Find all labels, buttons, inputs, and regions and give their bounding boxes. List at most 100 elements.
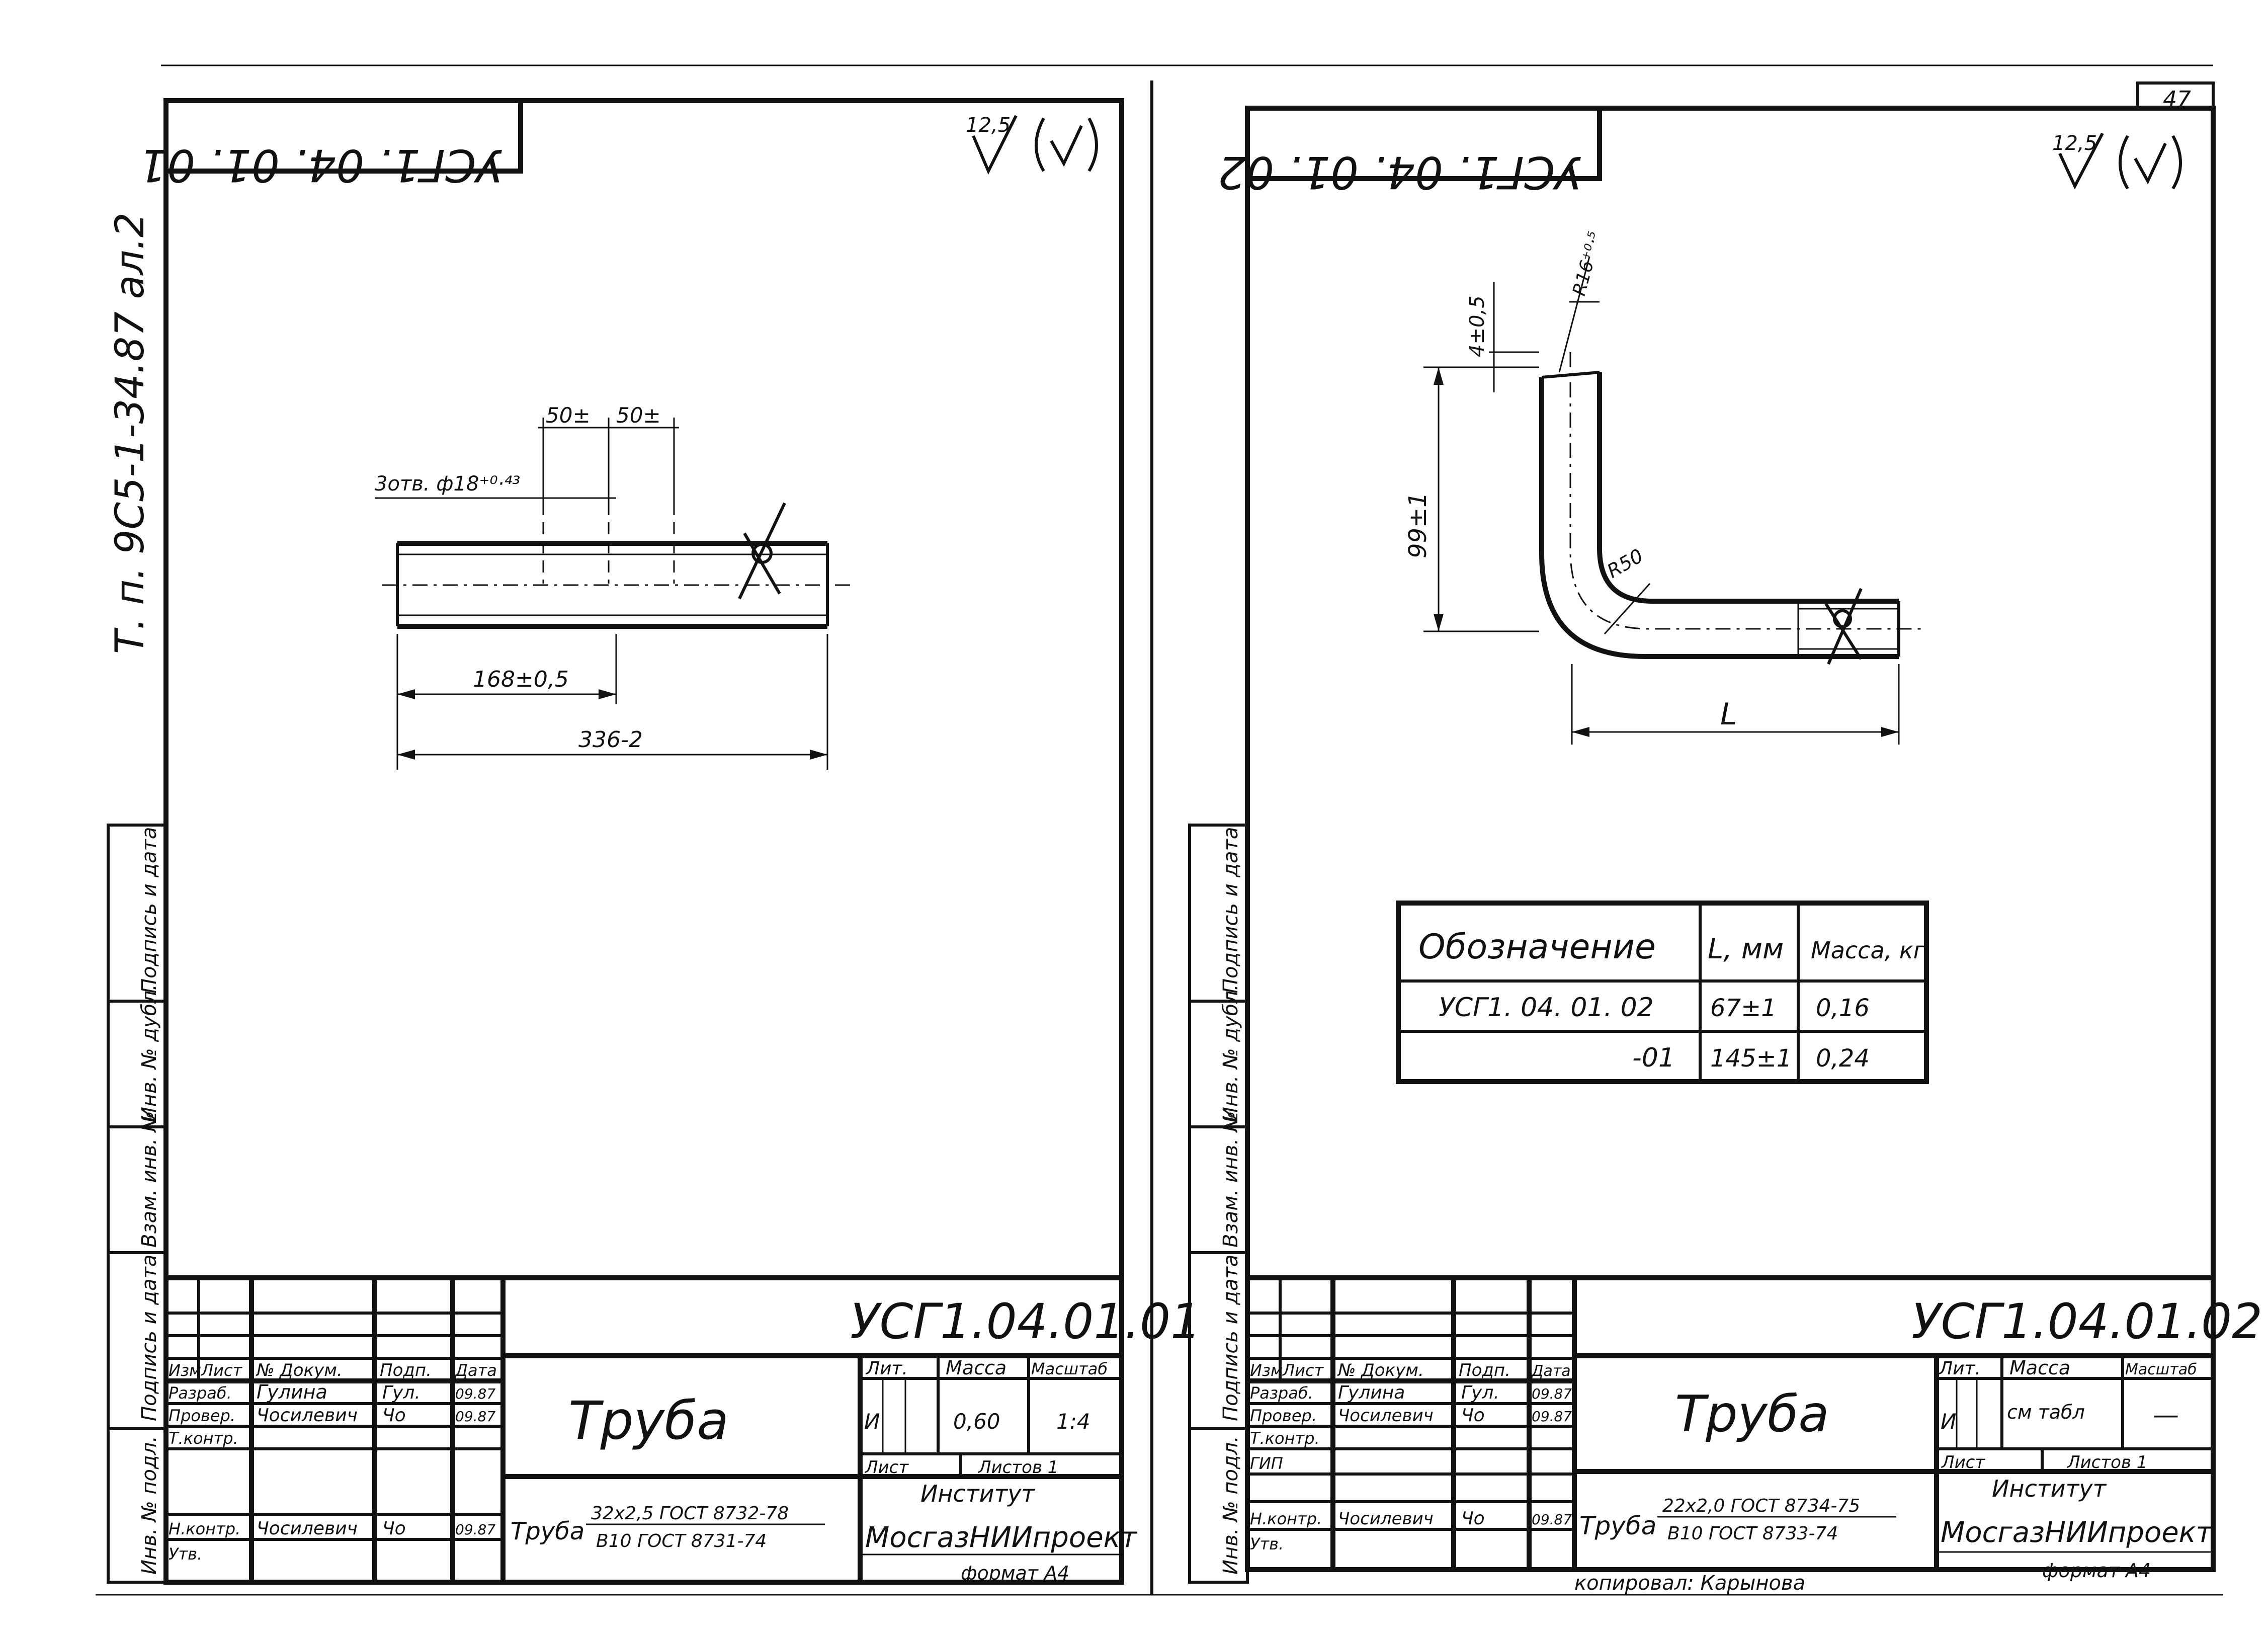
sheet-1: Подпись и дата Инв. № дубл. Взам. инв. №… (107, 98, 1201, 1585)
tb1-role-4: Утв. (169, 1544, 202, 1564)
side-strip-2-label-0: Подпись и дата (1219, 827, 1242, 994)
tb2-role-1: Провер. (1250, 1406, 1317, 1425)
tb2-sheets-label: Листов 1 (2066, 1452, 2147, 1473)
tb1-format: формат А4 (961, 1562, 1069, 1584)
tb1-name-1: Чосилевич (257, 1405, 358, 1426)
roughness-mark-1: 12,5 (966, 114, 1098, 175)
sheet-2: Подпись и дата Инв. № дубл. Взам. инв. №… (1188, 106, 2262, 1595)
corner-code-1: УСГ1. 04. 01. 01 (139, 139, 503, 191)
tb2-sign-1: Чо (1461, 1405, 1485, 1426)
tb1-lit-value: И (864, 1409, 880, 1434)
variants-row-0-mass: 0,16 (1816, 994, 1870, 1022)
tb2-role-2: Т.контр. (1250, 1429, 1320, 1448)
tb2-head-list: Лист (1282, 1361, 1324, 1380)
tb1-mass-value: 0,60 (953, 1409, 1000, 1434)
tb1-designation: УСГ1.04.01.01 (850, 1293, 1201, 1350)
variants-row-1-l: 145±1 (1710, 1044, 1792, 1073)
side-note: Т. п. 9С5-1-34.87 ал.2 (108, 212, 153, 654)
tb2-role-3: ГИП (1250, 1454, 1283, 1473)
tb2-scale-header: Масштаб (2125, 1361, 2197, 1378)
tb1-scale-header: Масштаб (1031, 1359, 1108, 1378)
height-dim: 99±1 (1404, 492, 1432, 558)
tb2-name-1: Чосилевич (1338, 1406, 1434, 1426)
tb1-material-bottom: В10 ГОСТ 8731-74 (596, 1531, 767, 1551)
tb2-mass-header: Масса (2009, 1357, 2070, 1379)
tb2-format: формат А4 (2042, 1560, 2151, 1582)
tb1-name-3: Чосилевич (257, 1518, 358, 1539)
tb1-role-3: Н.контр. (169, 1519, 240, 1538)
straight-pipe-dimensions: 50± 50± 3отв. ф18⁺⁰·⁴³ 168±0,5 336-2 (375, 403, 828, 770)
tb1-sign-0: Гул. (382, 1382, 421, 1403)
variants-header-1: L, мм (1708, 933, 1784, 965)
tb1-date-3: 09.87 (455, 1521, 495, 1538)
tb1-role-0: Разраб. (169, 1383, 232, 1403)
tb2-name-0: Гулина (1338, 1382, 1405, 1403)
bent-pipe-drawing (1539, 352, 1926, 665)
tb2-sign-0: Гул. (1461, 1382, 1499, 1403)
side-strip-1-label-1: Инв. № дубл. (138, 984, 161, 1122)
tb1-head-izm: Изм (169, 1361, 201, 1380)
side-strip-2-label-1: Инв. № дубл. (1219, 984, 1242, 1122)
tb2-mass-value: см табл (2007, 1401, 2085, 1423)
tb2-org-line2: МосгазНИИпроект (1941, 1516, 2213, 1549)
bend-radius-inner: R50 (1604, 544, 1647, 582)
tb1-sheets-label: Листов 1 (977, 1457, 1058, 1478)
tb2-head-doc: № Докум. (1337, 1360, 1424, 1380)
title-block-1: Изм Лист № Докум. Подп. Дата Разраб. Гул… (163, 1275, 1201, 1585)
tb2-sheet-label: Лист (1941, 1452, 1985, 1473)
tb1-name-0: Гулина (257, 1381, 327, 1403)
tb1-scale-value: 1:4 (1056, 1409, 1090, 1434)
side-strip-1-label-4: Инв. № подл. (138, 1436, 161, 1575)
tb1-date-0: 09.87 (455, 1385, 495, 1402)
side-strip-2-label-2: Взам. инв. № (1219, 1111, 1242, 1248)
pitch-b: 50± (616, 403, 661, 428)
roughness-mark-2: 12,5 (2052, 132, 2182, 190)
copied-by: копировал: Карынова (1574, 1572, 1805, 1595)
tb1-head-date: Дата (454, 1361, 497, 1380)
tb2-org-line1: Институт (1992, 1475, 2107, 1502)
tb1-org-line1: Институт (920, 1480, 1035, 1507)
length-symbol: L (1720, 697, 1737, 732)
straight-pipe-drawing (382, 502, 850, 629)
svg-text:12,5: 12,5 (2052, 132, 2097, 155)
tb2-material-bottom: В10 ГОСТ 8733-74 (1667, 1523, 1838, 1544)
title-block-2: Изм Лист № Докум. Подп. Дата Разраб. Гул… (1245, 1275, 2262, 1582)
tb1-sheet-label: Лист (864, 1457, 909, 1478)
tb2-name-4: Чосилевич (1338, 1509, 1434, 1529)
tb1-sign-3: Чо (382, 1518, 406, 1539)
variants-row-0-code: УСГ1. 04. 01. 02 (1439, 993, 1654, 1023)
hole-callout: 3отв. ф18⁺⁰·⁴³ (375, 472, 520, 496)
variants-row-1-code: -01 (1632, 1043, 1675, 1073)
svg-text:12,5: 12,5 (966, 114, 1011, 137)
side-strip-2-label-4: Инв. № подл. (1219, 1436, 1242, 1575)
tb2-head-sign: Подп. (1459, 1360, 1510, 1380)
tb2-date-4: 09.87 (1532, 1511, 1572, 1528)
half-length-dim: 168±0,5 (473, 667, 569, 692)
side-strip-2-label-3: Подпись и дата (1219, 1255, 1242, 1421)
variants-header-0: Обозначение (1418, 927, 1656, 967)
tb2-role-0: Разраб. (1250, 1383, 1313, 1403)
tb1-mass-header: Масса (946, 1357, 1006, 1379)
tb1-head-list: Лист (201, 1361, 242, 1380)
variants-row-1-mass: 0,24 (1816, 1044, 1870, 1073)
tb2-role-4: Н.контр. (1250, 1509, 1322, 1528)
tolerance-top-dim: 4±0,5 (1466, 295, 1489, 357)
tb1-head-doc: № Докум. (256, 1360, 343, 1380)
tb2-lit-header: Лит. (1938, 1358, 1981, 1379)
tb2-material-top: 22х2,0 ГОСТ 8734-75 (1662, 1496, 1860, 1516)
tb1-material-top: 32х2,5 ГОСТ 8732-78 (591, 1503, 789, 1524)
tb2-sign-4: Чо (1461, 1508, 1485, 1529)
tb2-role-5: Утв. (1250, 1534, 1284, 1553)
tb2-material-lead: Труба (1579, 1511, 1656, 1540)
tb2-date-1: 09.87 (1532, 1408, 1572, 1425)
bent-pipe-dimensions: 99±1 4±0,5 R16⁺⁰·⁵ R50 L (1404, 229, 1900, 745)
sheet-2-frame (1245, 106, 2216, 1572)
side-strip-1-label-2: Взам. инв. № (138, 1111, 161, 1248)
corner-code-box-1 (163, 98, 523, 174)
tb1-name: Труба (568, 1390, 729, 1451)
tb2-designation: УСГ1.04.01.02 (1911, 1293, 2262, 1350)
tb1-sign-1: Чо (382, 1405, 406, 1426)
side-strip-1-label-0: Подпись и дата (138, 827, 161, 994)
